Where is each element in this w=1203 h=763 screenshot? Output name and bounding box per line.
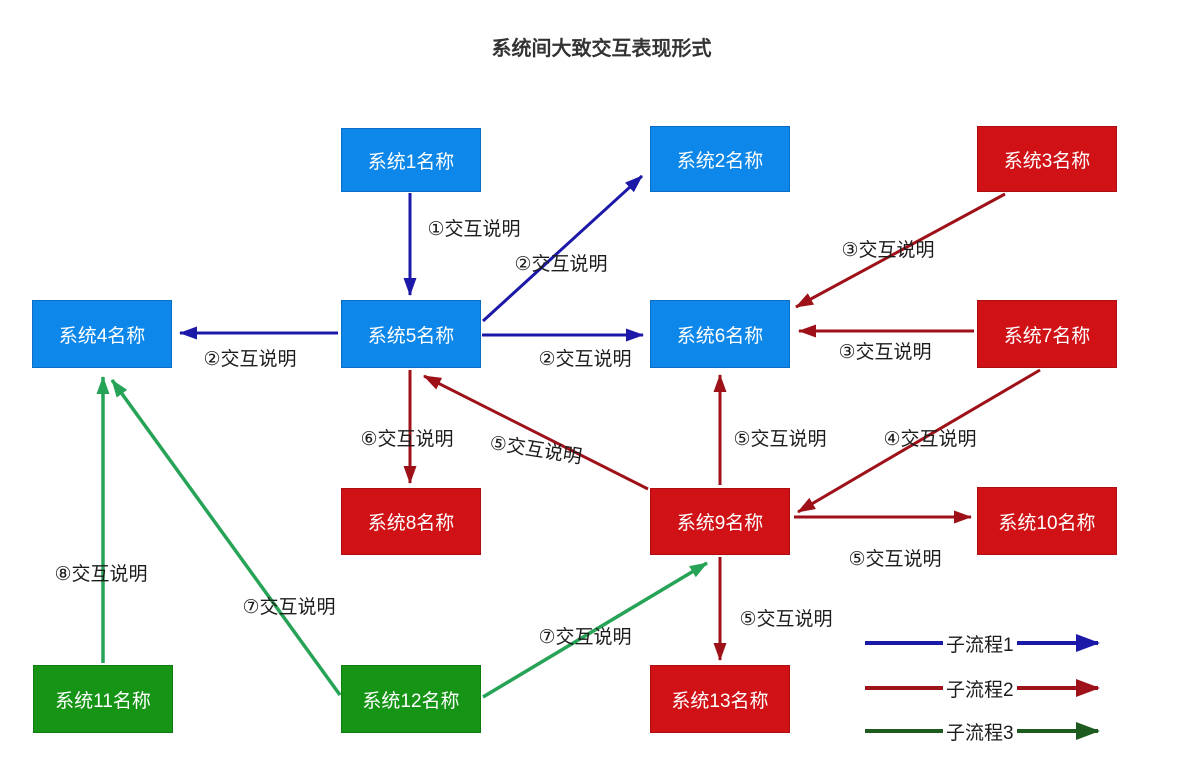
- arrow-s9-s5: [423, 374, 649, 491]
- edge-label-s9-s10: ⑤交互说明: [848, 549, 942, 570]
- edge-label-s7-s6: ③交互说明: [838, 342, 932, 363]
- edge-label-s3-s6: ③交互说明: [841, 240, 935, 261]
- edge-label-s7-s9: ④交互说明: [883, 429, 977, 450]
- arrow-s7-s9: [797, 368, 1041, 514]
- node-system-8: 系统8名称: [341, 488, 481, 555]
- node-system-13: 系统13名称: [650, 665, 790, 733]
- legend-label-flow2: 子流程2: [943, 675, 1017, 702]
- edge-label-s5-s2: ②交互说明: [514, 254, 608, 275]
- arrow-s3-s6: [795, 192, 1006, 309]
- node-system-10: 系统10名称: [977, 487, 1117, 555]
- node-system-4: 系统4名称: [32, 300, 172, 368]
- node-system-7: 系统7名称: [977, 300, 1117, 368]
- legend-label-flow3: 子流程3: [943, 718, 1017, 745]
- edge-label-s5-s8: ⑥交互说明: [360, 429, 454, 450]
- edge-label-s9-s6: ⑤交互说明: [733, 429, 827, 450]
- node-system-12: 系统12名称: [341, 665, 481, 733]
- node-system-2: 系统2名称: [650, 126, 790, 192]
- edge-label-s12-s9: ⑦交互说明: [538, 627, 632, 648]
- node-system-1: 系统1名称: [341, 128, 481, 192]
- node-system-9: 系统9名称: [650, 488, 790, 555]
- arrow-s12-s9: [482, 561, 708, 699]
- edge-label-s11-s4: ⑧交互说明: [54, 564, 148, 585]
- edge-label-s5-s4: ②交互说明: [203, 349, 297, 370]
- node-system-11: 系统11名称: [33, 665, 173, 733]
- edge-label-s9-s13: ⑤交互说明: [739, 609, 833, 630]
- arrow-s5-s2: [481, 174, 644, 323]
- diagram-title: 系统间大致交互表现形式: [491, 38, 712, 60]
- edge-label-s12-s4: ⑦交互说明: [242, 597, 336, 618]
- node-system-3: 系统3名称: [977, 126, 1117, 192]
- node-system-6: 系统6名称: [650, 300, 790, 368]
- node-system-5: 系统5名称: [341, 300, 481, 368]
- arrow-s12-s4: [110, 378, 342, 697]
- edge-label-s5-s6: ②交互说明: [538, 349, 632, 370]
- legend-label-flow1: 子流程1: [943, 630, 1017, 657]
- edge-label-s1-s5: ①交互说明: [427, 219, 521, 240]
